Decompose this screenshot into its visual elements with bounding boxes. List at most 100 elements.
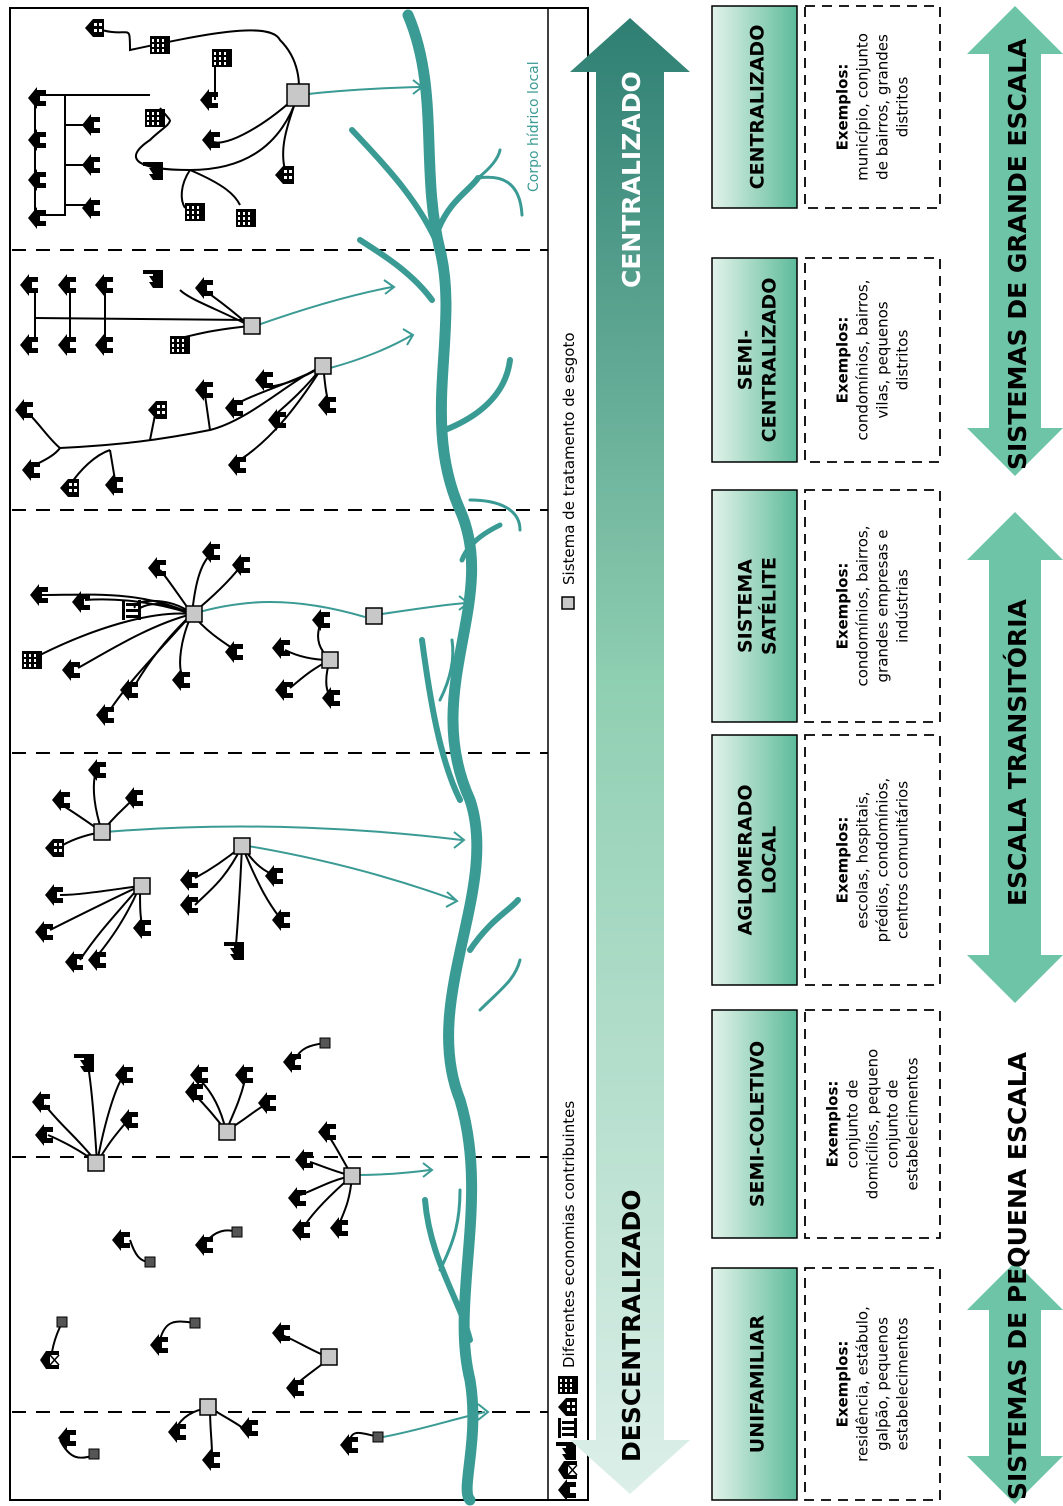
treatment-unit bbox=[233, 837, 251, 855]
legend-contributors-label: Diferentes economias contribuintes bbox=[560, 1101, 578, 1368]
examples-label: Exemplos: bbox=[834, 817, 852, 904]
scale-label-transitional: ESCALA TRANSITÓRIA bbox=[1002, 599, 1032, 907]
category-examples-box bbox=[804, 1009, 941, 1239]
legend: Diferentes economias contribuintes Siste… bbox=[556, 332, 578, 1501]
treatment-unit bbox=[320, 1348, 338, 1366]
category-title: SATÉLITE bbox=[758, 557, 781, 655]
zone-unifamiliar-icons bbox=[39, 1316, 384, 1471]
examples-label: Exemplos: bbox=[824, 1081, 842, 1168]
zone-centralizado-icons bbox=[28, 19, 310, 229]
category-examples-box bbox=[804, 257, 941, 463]
water-body-label: Corpo hídrico local bbox=[526, 61, 542, 192]
category-title: AGLOMERADO bbox=[735, 784, 757, 935]
treatment-unit bbox=[365, 607, 383, 625]
examples-text: indústrias bbox=[894, 569, 912, 643]
zone-dividers bbox=[12, 249, 548, 1413]
treatment-unit bbox=[93, 823, 111, 841]
spectrum-label-left: DESCENTRALIZADO bbox=[617, 1189, 646, 1462]
examples-text: município, conjunto bbox=[854, 33, 872, 181]
scale-arrows: SISTEMAS DE PEQUENA ESCALA ESCALA TRANSI… bbox=[967, 6, 1063, 1504]
scale-arrow-small bbox=[967, 1262, 1063, 1504]
building-icon bbox=[150, 36, 170, 54]
arrow-heads bbox=[383, 79, 490, 1421]
examples-label: Exemplos: bbox=[834, 317, 852, 404]
scale-arrow-large bbox=[967, 6, 1063, 476]
diagram-panel: Diferentes economias contribuintes Siste… bbox=[9, 7, 589, 1506]
category-examples-box bbox=[804, 5, 941, 209]
scale-arrow-transitional bbox=[967, 512, 1063, 1003]
examples-text: distritos bbox=[894, 330, 912, 391]
examples-text: prédios, condomínios, bbox=[874, 778, 892, 943]
scale-label-small: SISTEMAS DE PEQUENA ESCALA bbox=[1003, 1051, 1032, 1500]
category-title: UNIFAMILIAR bbox=[747, 1314, 769, 1453]
zone-semicoletivo-icons bbox=[32, 1037, 361, 1268]
panel-frame bbox=[9, 7, 589, 1501]
category-examples-box bbox=[804, 1267, 941, 1501]
category-box-5: SEMI-CENTRALIZADO Exemplos:condomínios, b… bbox=[711, 257, 941, 463]
building-icon bbox=[22, 651, 42, 669]
examples-text: estabelecimentos bbox=[904, 1057, 922, 1190]
examples-label: Exemplos: bbox=[834, 563, 852, 650]
zone-aglomerado-icons bbox=[35, 759, 290, 973]
effluent-arrows bbox=[104, 86, 486, 1438]
examples-text: escolas, hospitais, bbox=[854, 791, 872, 928]
category-title: SEMI- bbox=[735, 330, 757, 391]
examples-label: Exemplos: bbox=[834, 64, 852, 151]
treatment-unit bbox=[199, 1398, 217, 1416]
building-icon bbox=[185, 203, 205, 221]
category-box-6: CENTRALIZADO Exemplos:município, conjunto… bbox=[711, 5, 941, 209]
treatment-unit bbox=[133, 877, 151, 895]
legend-treatment-label: Sistema de tratamento de esgoto bbox=[560, 332, 578, 585]
category-title: LOCAL bbox=[759, 826, 781, 894]
treatment-unit bbox=[185, 605, 203, 623]
examples-text: conjunto de bbox=[884, 1080, 902, 1169]
treatment-unit bbox=[88, 1448, 100, 1460]
treatment-unit bbox=[314, 357, 332, 375]
zone-semicentralizado-icons bbox=[15, 270, 336, 497]
building-icon bbox=[145, 109, 165, 127]
treatment-unit bbox=[286, 83, 310, 107]
category-title: SEMI-COLETIVO bbox=[747, 1041, 769, 1207]
examples-text: vilas, pequenos bbox=[874, 301, 892, 418]
treatment-unit bbox=[343, 1167, 361, 1185]
building-icon bbox=[558, 1376, 578, 1394]
category-examples-box bbox=[804, 734, 941, 986]
temple-icon bbox=[558, 1418, 577, 1438]
examples-text: estabelecimentos bbox=[894, 1317, 912, 1450]
category-title: CENTRALIZADO bbox=[759, 278, 781, 443]
category-title: CENTRALIZADO bbox=[747, 25, 769, 190]
building-icon bbox=[170, 336, 190, 354]
spectrum-arrow: DESCENTRALIZADO CENTRALIZADO bbox=[570, 18, 690, 1494]
spectrum-label-right: CENTRALIZADO bbox=[617, 71, 646, 288]
zone-satelite-icons bbox=[22, 541, 383, 726]
category-title-box bbox=[711, 257, 798, 463]
treatment-unit bbox=[189, 1317, 201, 1329]
category-examples-box bbox=[804, 489, 941, 723]
category-title-box bbox=[711, 5, 798, 209]
building-icon bbox=[212, 49, 232, 67]
treatment-unit bbox=[218, 1123, 236, 1141]
temple-icon bbox=[122, 600, 141, 620]
treatment-unit bbox=[243, 317, 261, 335]
examples-text: condomínios, bairros, bbox=[854, 280, 872, 441]
examples-text: residência, estábulo, bbox=[854, 1306, 872, 1462]
category-title: SISTEMA bbox=[735, 559, 757, 653]
examples-text: de bairros, grandes bbox=[874, 34, 892, 180]
category-title-box bbox=[711, 1267, 798, 1501]
treatment-unit bbox=[321, 651, 339, 669]
treatment-unit bbox=[87, 1154, 105, 1172]
category-boxes: UNIFAMILIAR Exemplos: residência, estábulo… bbox=[711, 5, 941, 1501]
treatment-unit bbox=[56, 1316, 68, 1328]
legend-treatment-square bbox=[561, 596, 575, 610]
examples-text: distritos bbox=[894, 77, 912, 138]
building-icon bbox=[236, 209, 256, 227]
scale-label-large: SISTEMAS DE GRANDE ESCALA bbox=[1003, 38, 1032, 470]
examples-text: domicílios, pequeno bbox=[864, 1049, 882, 1199]
examples-text: condomínios, bairros, bbox=[854, 526, 872, 687]
treatment-unit bbox=[319, 1037, 331, 1049]
treatment-unit bbox=[372, 1431, 384, 1443]
